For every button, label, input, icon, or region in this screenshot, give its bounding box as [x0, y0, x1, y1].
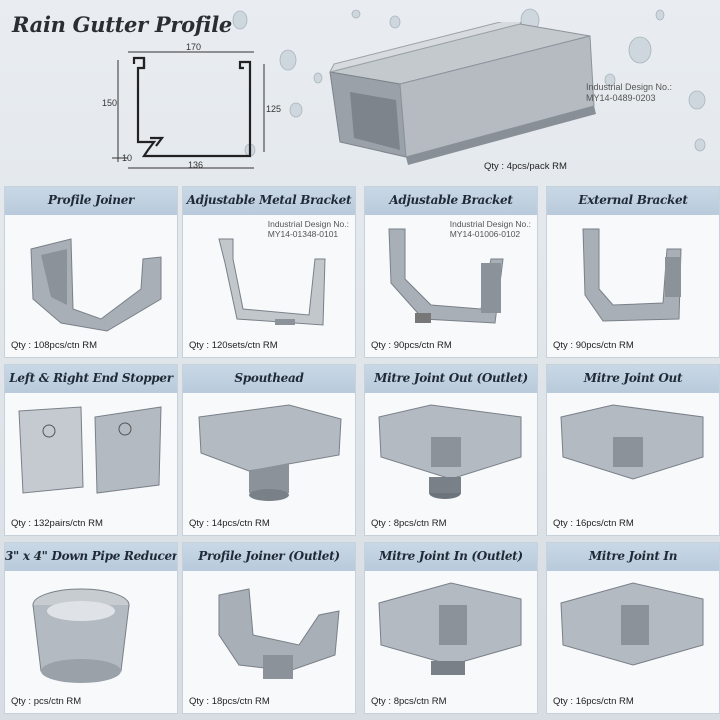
product-image — [553, 575, 715, 693]
card-header: Left & Right End Stopper — [5, 365, 177, 393]
product-quantity: Qty : pcs/ctn RM — [11, 696, 82, 707]
product-title: Profile Joiner — [47, 193, 135, 207]
dimension-bottom: 136 — [188, 160, 204, 170]
card-header: Mitre Joint Out — [547, 365, 719, 393]
page-title: Rain Gutter Profile — [12, 12, 232, 37]
product-quantity: Qty : 16pcs/ctn RM — [553, 696, 634, 707]
product-title: 3" x 4" Down Pipe Reducer — [5, 549, 178, 563]
product-quantity: Qty : 18pcs/ctn RM — [189, 696, 270, 707]
product-quantity: Qty : 16pcs/ctn RM — [553, 518, 634, 529]
design-number: MY14-01348-0101 — [267, 229, 339, 239]
product-card-mitre-joint-in-outlet: Mitre Joint In (Outlet) Qty : 8pcs/ctn R… — [364, 542, 538, 714]
product-image — [189, 575, 351, 693]
dimension-bottom-left: 10 — [122, 153, 133, 163]
product-title: Mitre Joint In — [588, 549, 678, 563]
card-header: External Bracket — [547, 187, 719, 215]
product-illustration-icon — [560, 582, 704, 666]
product-quantity: Qty : 8pcs/ctn RM — [371, 696, 447, 707]
product-illustration-icon — [18, 406, 162, 494]
product-card-mitre-joint-out-outlet: Mitre Joint Out (Outlet) Qty : 8pcs/ctn … — [364, 364, 538, 536]
product-image — [371, 397, 533, 515]
product-quantity: Qty : 120sets/ctn RM — [189, 340, 278, 351]
product-image — [553, 219, 715, 337]
gutter-profile-drawing-icon — [112, 51, 265, 169]
product-card-3-x-4-down-pipe-reducer: 3" x 4" Down Pipe Reducer Qty : pcs/ctn … — [4, 542, 178, 714]
card-header: Adjustable Bracket — [365, 187, 537, 215]
product-illustration-icon — [30, 238, 162, 332]
product-title: Spouthead — [234, 371, 304, 385]
product-title: Mitre Joint In (Outlet) — [379, 549, 523, 563]
product-image — [189, 219, 351, 337]
card-header: Mitre Joint In (Outlet) — [365, 543, 537, 571]
gutter-length-image — [320, 15, 620, 172]
card-header: Spouthead — [183, 365, 355, 393]
card-header: 3" x 4" Down Pipe Reducer — [5, 543, 177, 571]
product-illustration-icon — [198, 404, 342, 501]
product-illustration-icon — [582, 228, 682, 322]
product-card-profile-joiner: Profile Joiner Qty : 108pcs/ctn RM — [4, 186, 178, 358]
rain-gutter-profile-section: Rain Gutter Profile 170 — [0, 0, 720, 180]
product-image — [553, 397, 715, 515]
hero-quantity: Qty : 4pcs/pack RM — [484, 161, 567, 172]
product-card-profile-joiner-outlet: Profile Joiner (Outlet) Qty : 18pcs/ctn … — [182, 542, 356, 714]
product-title: Mitre Joint Out — [583, 371, 683, 385]
product-quantity: Qty : 14pcs/ctn RM — [189, 518, 270, 529]
product-title: Adjustable Bracket — [389, 193, 513, 207]
product-quantity: Qty : 132pairs/ctn RM — [11, 518, 103, 529]
product-card-spouthead: Spouthead Qty : 14pcs/ctn RM — [182, 364, 356, 536]
product-title: External Bracket — [578, 193, 688, 207]
product-illustration-icon — [378, 404, 522, 499]
product-quantity: Qty : 8pcs/ctn RM — [371, 518, 447, 529]
product-illustration-icon — [560, 404, 704, 480]
dimension-top: 170 — [186, 42, 202, 52]
design-number: MY14-01006-0102 — [449, 229, 521, 239]
product-card-adjustable-metal-bracket: Adjustable Metal Bracket Industrial Desi… — [182, 186, 356, 358]
dimension-right: 125 — [266, 104, 282, 114]
gutter-length-icon — [329, 15, 596, 165]
product-illustration-icon — [388, 228, 504, 324]
product-title: Profile Joiner (Outlet) — [198, 549, 340, 563]
product-image — [11, 219, 173, 337]
product-image — [11, 575, 173, 693]
card-header: Adjustable Metal Bracket — [183, 187, 355, 215]
product-image — [371, 575, 533, 693]
product-illustration-icon — [32, 588, 130, 683]
product-quantity: Qty : 108pcs/ctn RM — [11, 340, 98, 351]
product-illustration-icon — [218, 588, 340, 679]
design-number-block: Industrial Design No.: MY14-01006-0102 — [450, 219, 531, 239]
product-title: Mitre Joint Out (Outlet) — [374, 371, 528, 385]
design-number: MY14-0489-0203 — [586, 93, 656, 103]
design-label: Industrial Design No.: — [586, 82, 673, 92]
card-header: Profile Joiner — [5, 187, 177, 215]
hero-design-number: Industrial Design No.: MY14-0489-0203 — [586, 82, 672, 104]
product-quantity: Qty : 90pcs/ctn RM — [553, 340, 634, 351]
design-label: Industrial Design No.: — [267, 219, 349, 229]
product-quantity: Qty : 90pcs/ctn RM — [371, 340, 452, 351]
product-card-mitre-joint-in: Mitre Joint In Qty : 16pcs/ctn RM — [546, 542, 720, 714]
design-number-block: Industrial Design No.: MY14-01348-0101 — [268, 219, 349, 239]
product-card-adjustable-bracket: Adjustable Bracket Industrial Design No.… — [364, 186, 538, 358]
product-image — [371, 219, 533, 337]
product-card-mitre-joint-out: Mitre Joint Out Qty : 16pcs/ctn RM — [546, 364, 720, 536]
product-illustration-icon — [218, 238, 326, 326]
product-card-external-bracket: External Bracket Qty : 90pcs/ctn RM — [546, 186, 720, 358]
product-illustration-icon — [378, 582, 522, 675]
card-header: Profile Joiner (Outlet) — [183, 543, 355, 571]
gutter-profile-drawing: 170 150 125 10 136 — [102, 42, 284, 172]
product-image — [189, 397, 351, 515]
product-card-left-right-end-stopper: Left & Right End Stopper Qty : 132pairs/… — [4, 364, 178, 536]
dimension-left: 150 — [102, 98, 118, 108]
card-header: Mitre Joint Out (Outlet) — [365, 365, 537, 393]
product-image — [11, 397, 173, 515]
product-title: Adjustable Metal Bracket — [186, 193, 352, 207]
design-label: Industrial Design No.: — [449, 219, 531, 229]
product-title: Left & Right End Stopper — [9, 371, 173, 385]
card-header: Mitre Joint In — [547, 543, 719, 571]
